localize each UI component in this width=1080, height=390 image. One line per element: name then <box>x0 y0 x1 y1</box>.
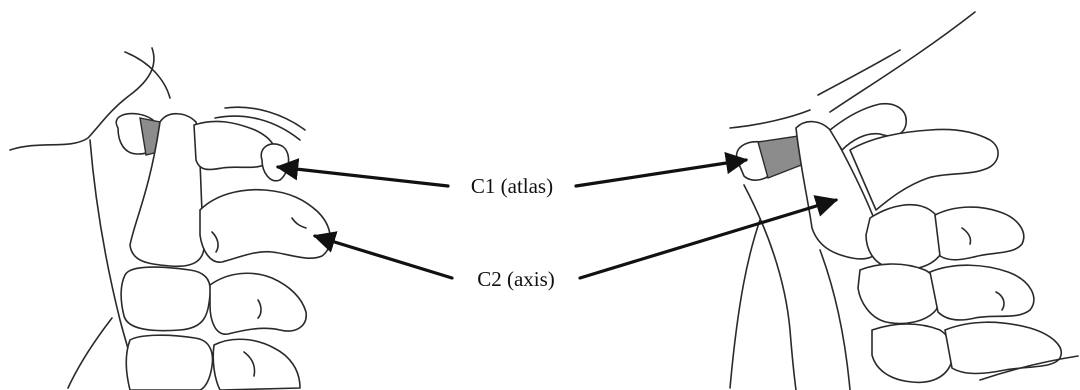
arrows <box>275 151 839 280</box>
arrow-c1-right <box>574 151 749 188</box>
arrow-c1-left <box>275 158 450 188</box>
right-cervical-spine <box>729 11 1079 390</box>
label-c2-axis: C2 (axis) <box>477 267 555 291</box>
arrow-c2-right <box>578 195 839 280</box>
label-c1-atlas: C1 (atlas) <box>471 174 553 198</box>
left-cervical-spine <box>9 47 331 390</box>
arrow-c2-left <box>312 231 454 280</box>
